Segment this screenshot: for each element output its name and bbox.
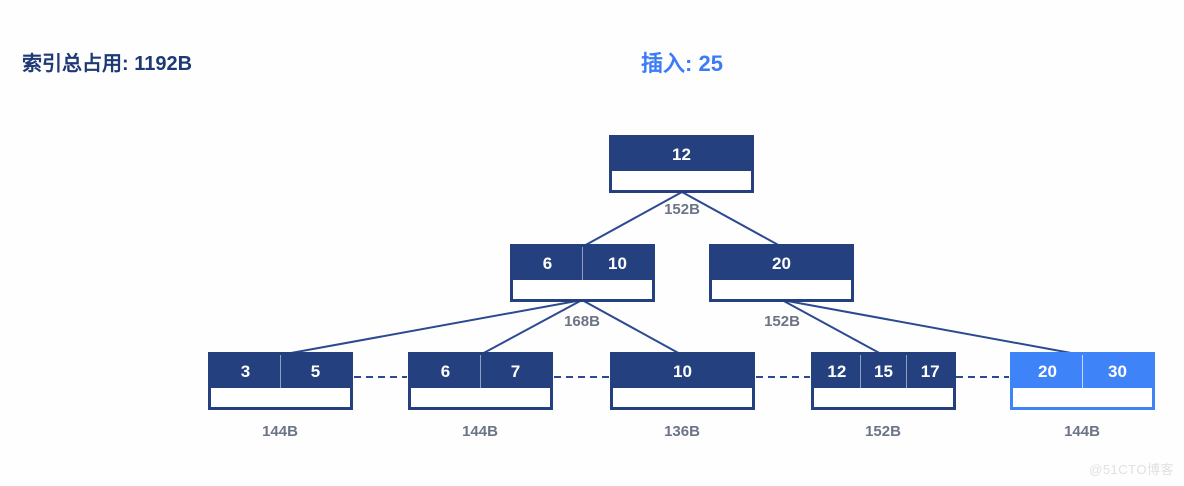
node-key-cell: 12 [827,361,847,381]
node-size-label: 152B [865,423,901,440]
node-size-label: 144B [462,423,498,440]
node-data-area [612,171,751,190]
edge-root-internal-left [581,191,683,248]
node-data-area [1013,388,1152,407]
node-key-row: 12 15 17 [814,355,953,388]
node-data-area [613,388,752,407]
node-key-cell: 10 [673,361,692,381]
total-index-size-label: 索引总占用: 1192B [22,47,192,76]
node-data-area [814,388,953,407]
node-key-cell: 6 [440,361,451,381]
node-key-cell: 5 [280,355,350,388]
watermark: @51CTO博客 [1089,462,1174,477]
node-data-area [211,388,350,407]
tree-node-leaf-3: 10 [610,352,755,410]
tree-node-leaf-2: 6 7 [408,352,553,410]
node-key-cell: 7 [480,355,550,388]
edge-root-internal-right [681,191,783,248]
edge-iright-leaf5 [781,299,1083,356]
node-data-area [513,280,652,299]
node-key-cell: 10 [582,247,652,280]
node-key-cell: 20 [772,253,791,273]
node-size-label: 152B [764,313,800,330]
node-data-area [411,388,550,407]
node-key-cell: 12 [672,144,691,164]
node-key-cell: 15 [859,355,907,388]
node-size-label: 152B [664,201,700,218]
node-size-label: 144B [262,423,298,440]
edge-iright-leaf4 [781,299,884,356]
node-size-label: 144B [1064,423,1100,440]
tree-node-root: 12 [609,135,754,193]
total-size-value: 1192B [134,53,193,75]
tree-node-internal-left: 6 10 [510,244,655,302]
tree-node-leaf-5-highlighted: 20 30 [1010,352,1155,410]
node-size-label: 136B [664,423,700,440]
total-size-caption: 索引总占用: [22,53,129,75]
edge-ileft-leaf1 [279,299,583,356]
node-key-cell: 3 [240,361,251,381]
insert-caption: 插入: [641,51,693,76]
edge-ileft-leaf2 [479,299,583,356]
node-key-row: 10 [613,355,752,388]
node-key-row: 12 [612,138,751,171]
node-key-row: 20 [712,247,851,280]
tree-node-leaf-4: 12 15 17 [811,352,956,410]
insert-value: 25 [698,51,723,76]
node-key-cell: 20 [1038,361,1057,381]
node-data-area [712,280,851,299]
node-key-cell: 6 [542,253,553,273]
node-key-row: 3 5 [211,355,350,388]
node-key-row: 6 10 [513,247,652,280]
node-key-row: 6 7 [411,355,550,388]
node-size-label: 168B [564,313,600,330]
tree-node-internal-right: 20 [709,244,854,302]
node-key-row: 20 30 [1013,355,1152,388]
insert-operation-label: 插入: 25 [641,46,723,78]
tree-node-leaf-1: 3 5 [208,352,353,410]
node-key-cell: 30 [1082,355,1152,388]
node-key-cell: 17 [906,355,953,388]
edge-ileft-leaf3 [581,299,683,356]
